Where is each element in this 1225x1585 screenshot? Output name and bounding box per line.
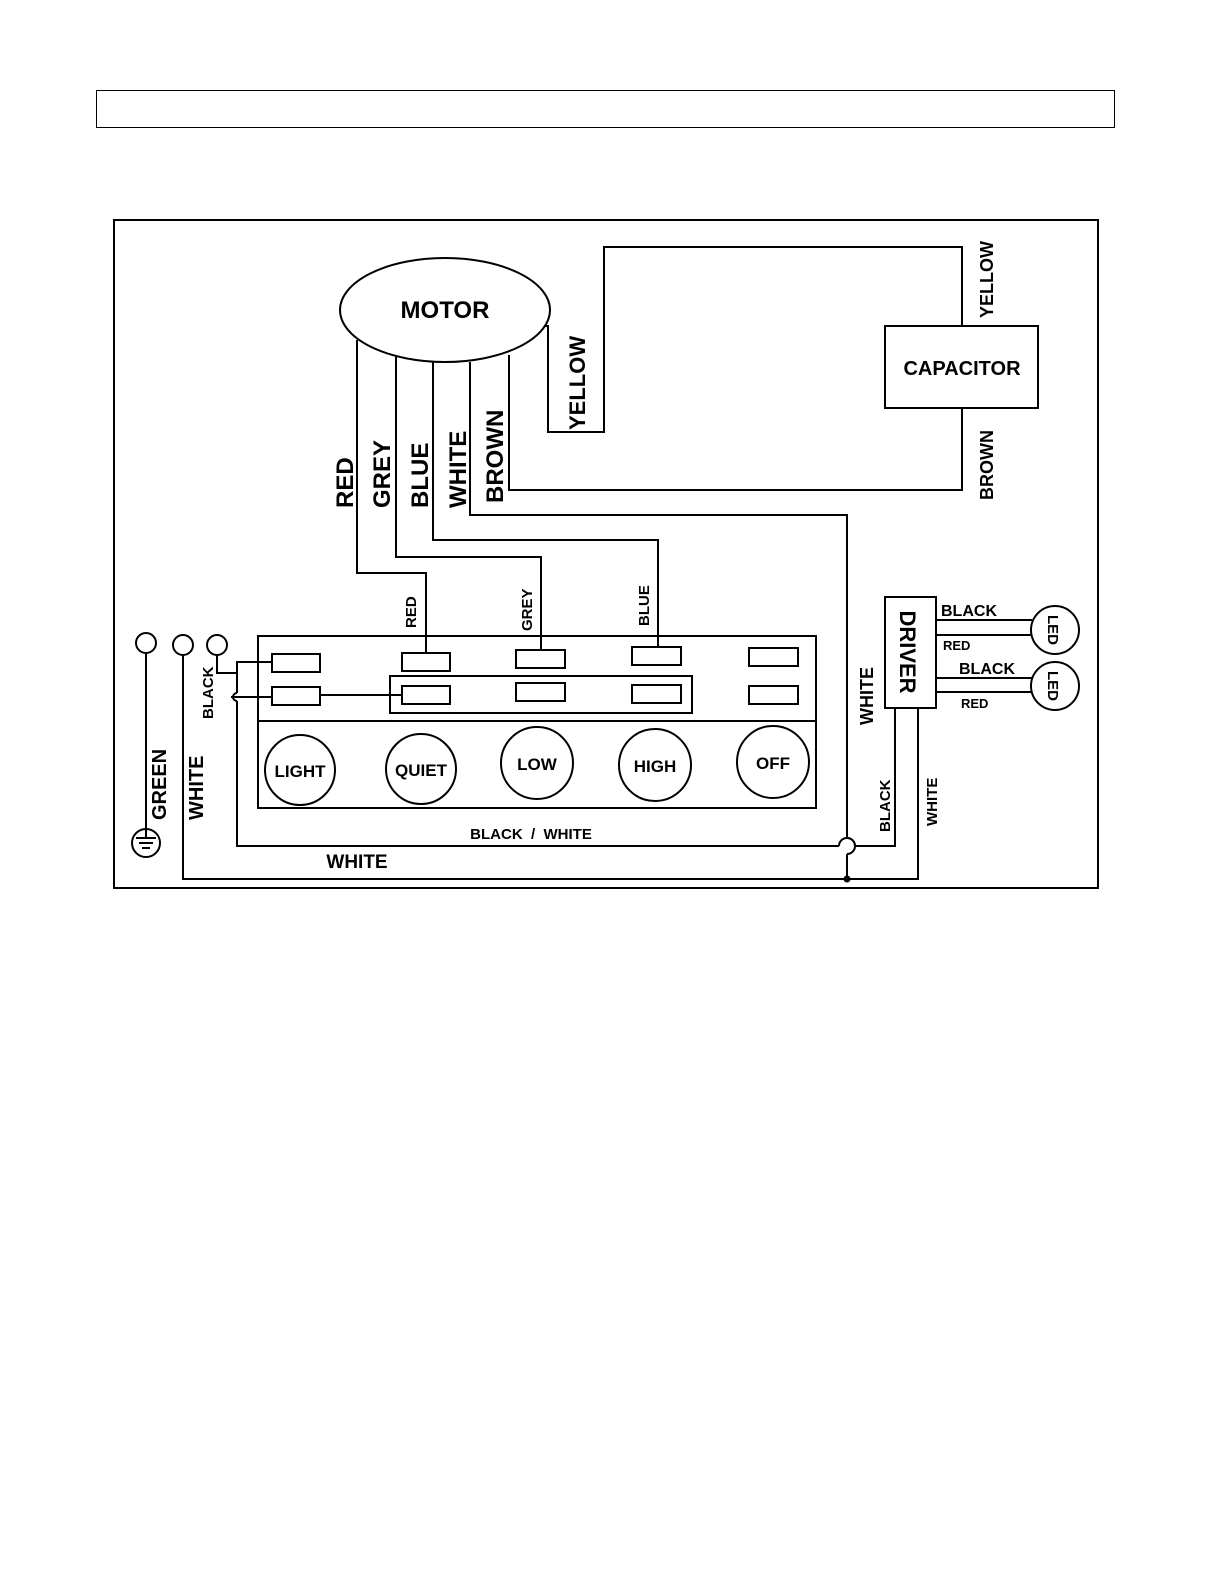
label-switch-blue: BLUE — [636, 585, 653, 626]
label-switch-grey: GREY — [519, 588, 536, 631]
label-motor-white: WHITE — [445, 431, 472, 508]
capacitor-label: CAPACITOR — [903, 358, 1021, 380]
terminal-3b — [516, 683, 565, 701]
terminal-1b — [272, 687, 320, 705]
ground-icon — [132, 829, 160, 857]
label-supply-black: BLACK — [200, 666, 217, 719]
label-supply-green: GREEN — [149, 749, 171, 820]
diagram-frame — [114, 220, 1098, 888]
junction-dot — [844, 876, 851, 883]
motor-label: MOTOR — [401, 297, 490, 324]
label-led1-red: RED — [943, 638, 970, 653]
label-driver-white-in: WHITE — [857, 667, 877, 725]
label-motor-grey: GREY — [369, 440, 396, 508]
led-2-label: LED — [1044, 671, 1061, 701]
terminal-4a — [632, 647, 681, 665]
terminal-3a — [516, 650, 565, 668]
label-switch-red: RED — [403, 596, 420, 628]
quiet-button-label: QUIET — [395, 761, 448, 780]
terminal-5a — [749, 648, 798, 666]
label-driver-black: BLACK — [877, 779, 894, 832]
terminal-white — [173, 635, 193, 655]
terminal-1a — [272, 654, 320, 672]
terminal-4b — [632, 685, 681, 703]
terminal-green — [136, 633, 156, 653]
wire-black-supply — [217, 655, 237, 693]
wire-bus-jumper — [839, 838, 855, 846]
label-cap-brown: BROWN — [977, 430, 997, 500]
terminal-black — [207, 635, 227, 655]
high-button-label: HIGH — [634, 757, 677, 776]
low-button-label: LOW — [517, 755, 558, 774]
label-cap-yellow: YELLOW — [977, 241, 997, 318]
led-1-label: LED — [1044, 615, 1061, 645]
wire-switch-link-top — [237, 662, 272, 693]
label-driver-white: WHITE — [924, 778, 941, 826]
terminal-2b — [402, 686, 450, 704]
off-button-label: OFF — [756, 754, 790, 773]
label-led1-black: BLACK — [941, 603, 997, 620]
light-button-label: LIGHT — [275, 762, 327, 781]
driver-label: DRIVER — [895, 610, 920, 693]
label-supply-white: WHITE — [186, 756, 208, 820]
label-motor-brown: BROWN — [482, 410, 509, 503]
label-led2-black: BLACK — [959, 661, 1015, 678]
label-led2-red: RED — [961, 696, 988, 711]
label-motor-red: RED — [332, 457, 359, 508]
label-bus-white: WHITE — [326, 852, 387, 873]
label-motor-blue: BLUE — [407, 443, 434, 508]
terminal-2a — [402, 653, 450, 671]
label-bus-black-white: BLACK / WHITE — [470, 826, 592, 843]
terminal-5b — [749, 686, 798, 704]
label-motor-yellow: YELLOW — [565, 336, 590, 430]
